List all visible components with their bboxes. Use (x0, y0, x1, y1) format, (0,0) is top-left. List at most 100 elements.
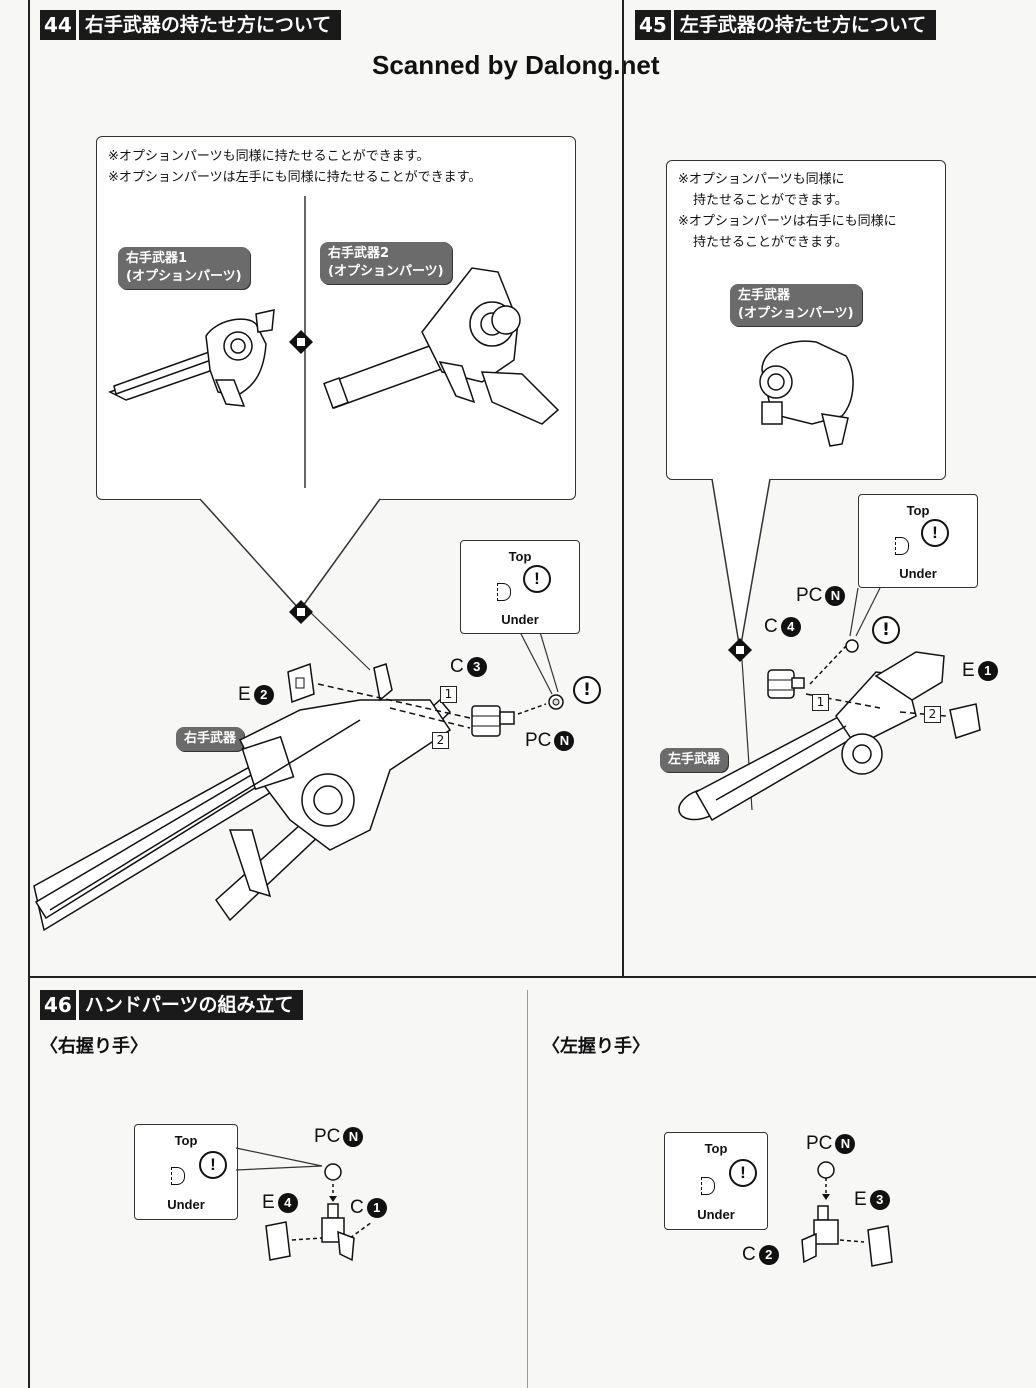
peg-orientation-icon (701, 1177, 715, 1195)
option-weapon2-sub: (オプションパーツ) (328, 264, 444, 279)
part-number-badge: 3 (466, 657, 487, 677)
column-divider (622, 0, 624, 977)
part-letter: C (350, 1197, 364, 1218)
left-border (28, 0, 30, 1388)
part-number-badge: 3 (869, 1190, 890, 1210)
step45-note-4: 持たせることができます。 (693, 235, 848, 250)
watermark-text: Scanned by Dalong.net (372, 50, 660, 80)
part-letter: E (854, 1189, 867, 1210)
part-number-badge: N (825, 586, 846, 606)
right-grip-orientation-box: Top Under ! (134, 1124, 238, 1220)
part-number-badge: 2 (253, 685, 274, 705)
part-pcn-label: PC N (796, 585, 846, 607)
part-letter: C (450, 656, 464, 677)
step-number: 45 (635, 10, 671, 40)
option-weapon2-illustration (323, 267, 560, 425)
orientation-under-label: Under (167, 1197, 205, 1212)
option-weapon2-label: 右手武器2 (オプションパーツ) (320, 242, 452, 284)
part-letter: PC (796, 585, 823, 606)
step44-note-2: ※オプションパーツは左手にも同様に持たせることができます。 (108, 170, 482, 185)
part-c3-hand-illustration (471, 705, 515, 737)
step-title: 左手武器の持たせ方について (673, 10, 937, 40)
part-e2-label: E 2 (238, 684, 274, 706)
right-grip-pcn-label: PC N (314, 1126, 364, 1148)
option-weapon1-label: 右手武器1 (オプションパーツ) (118, 247, 250, 289)
part-letter: PC (525, 730, 552, 751)
option-left-weapon-sub: (オプションパーツ) (738, 306, 854, 321)
row-divider (28, 976, 1036, 978)
part-number-badge: N (554, 731, 575, 751)
part-e1-label: E 1 (962, 660, 998, 682)
left-grip-orientation-box: Top Under ! (664, 1132, 768, 1230)
part-number-badge: 4 (780, 617, 801, 637)
part-pcn-peg-illustration (548, 694, 564, 710)
warning-icon: ! (729, 1159, 757, 1187)
warning-icon: ! (523, 565, 551, 593)
orientation-under-label: Under (697, 1207, 735, 1222)
warning-icon: ! (573, 676, 601, 704)
magnify-marker-icon (728, 638, 752, 662)
peg-orientation-icon (895, 537, 909, 555)
part-number-badge: 4 (277, 1193, 298, 1213)
orientation-top-label: Top (508, 549, 532, 564)
part-c1-hand-illustration (321, 1203, 355, 1262)
step45-header: 45 左手武器の持たせ方について (635, 10, 937, 40)
part-letter: E (262, 1192, 275, 1213)
left-grip-c2-label: C 2 (742, 1244, 779, 1266)
option-left-weapon-label: 左手武器 (オプションパーツ) (730, 284, 862, 326)
step-title: 右手武器の持たせ方について (78, 10, 342, 40)
part-e2-illustration (287, 662, 315, 704)
order-step-2: 2 (924, 706, 941, 723)
part-number-badge: 1 (366, 1198, 387, 1218)
step-number: 44 (40, 10, 76, 40)
peg-orientation-icon (497, 583, 511, 601)
part-number-badge: 2 (758, 1245, 779, 1265)
step46-divider (527, 990, 528, 1388)
part-number-badge: N (835, 1134, 856, 1154)
option-weapon1-illustration (108, 309, 275, 407)
part-number-badge: N (343, 1127, 364, 1147)
part-letter: E (238, 684, 251, 705)
right-grip-e4-label: E 4 (262, 1192, 298, 1214)
right-weapon-illustration (33, 663, 452, 932)
part-letter: PC (314, 1126, 341, 1147)
step-title: ハンドパーツの組み立て (78, 990, 304, 1020)
option-weapon2-name: 右手武器2 (328, 246, 390, 261)
warning-icon: ! (872, 616, 900, 644)
part-pcn-peg-illustration (324, 1163, 342, 1181)
option-left-weapon-illustration (759, 340, 854, 447)
part-letter: E (962, 660, 975, 681)
part-number-badge: 1 (977, 661, 998, 681)
magnify-marker-icon (289, 330, 313, 354)
part-letter: C (764, 616, 778, 637)
orientation-under-label: Under (899, 566, 937, 581)
left-grip-e3-label: E 3 (854, 1189, 890, 1211)
part-c4-hand-illustration (767, 669, 805, 699)
peg-orientation-icon (171, 1167, 185, 1185)
orientation-top-label: Top (704, 1141, 728, 1156)
order-step-1: 1 (812, 694, 829, 711)
part-c3-label: C 3 (450, 656, 487, 678)
order-step-2: 2 (432, 732, 449, 749)
option-weapon1-name: 右手武器1 (126, 251, 188, 266)
orientation-top-label: Top (906, 503, 930, 518)
part-letter: C (742, 1244, 756, 1265)
part-pcn-label: PC N (525, 730, 575, 752)
option-weapon1-sub: (オプションパーツ) (126, 269, 242, 284)
left-weapon-illustration (678, 651, 945, 822)
right-grip-heading: 〈右握り手〉 (40, 1036, 148, 1057)
warning-icon: ! (921, 519, 949, 547)
order-step-1: 1 (440, 686, 457, 703)
step44-orientation-box: Top Under ! (460, 540, 580, 634)
step46-header: 46 ハンドパーツの組み立て (40, 990, 304, 1020)
step44-note-1: ※オプションパーツも同様に持たせることができます。 (108, 149, 430, 164)
warning-icon: ! (199, 1151, 227, 1179)
left-weapon-label: 左手武器 (660, 748, 729, 772)
part-e1-illustration (949, 703, 981, 739)
part-pcn-peg-illustration (817, 1161, 835, 1179)
right-grip-c1-label: C 1 (350, 1197, 387, 1219)
part-c4-label: C 4 (764, 616, 801, 638)
